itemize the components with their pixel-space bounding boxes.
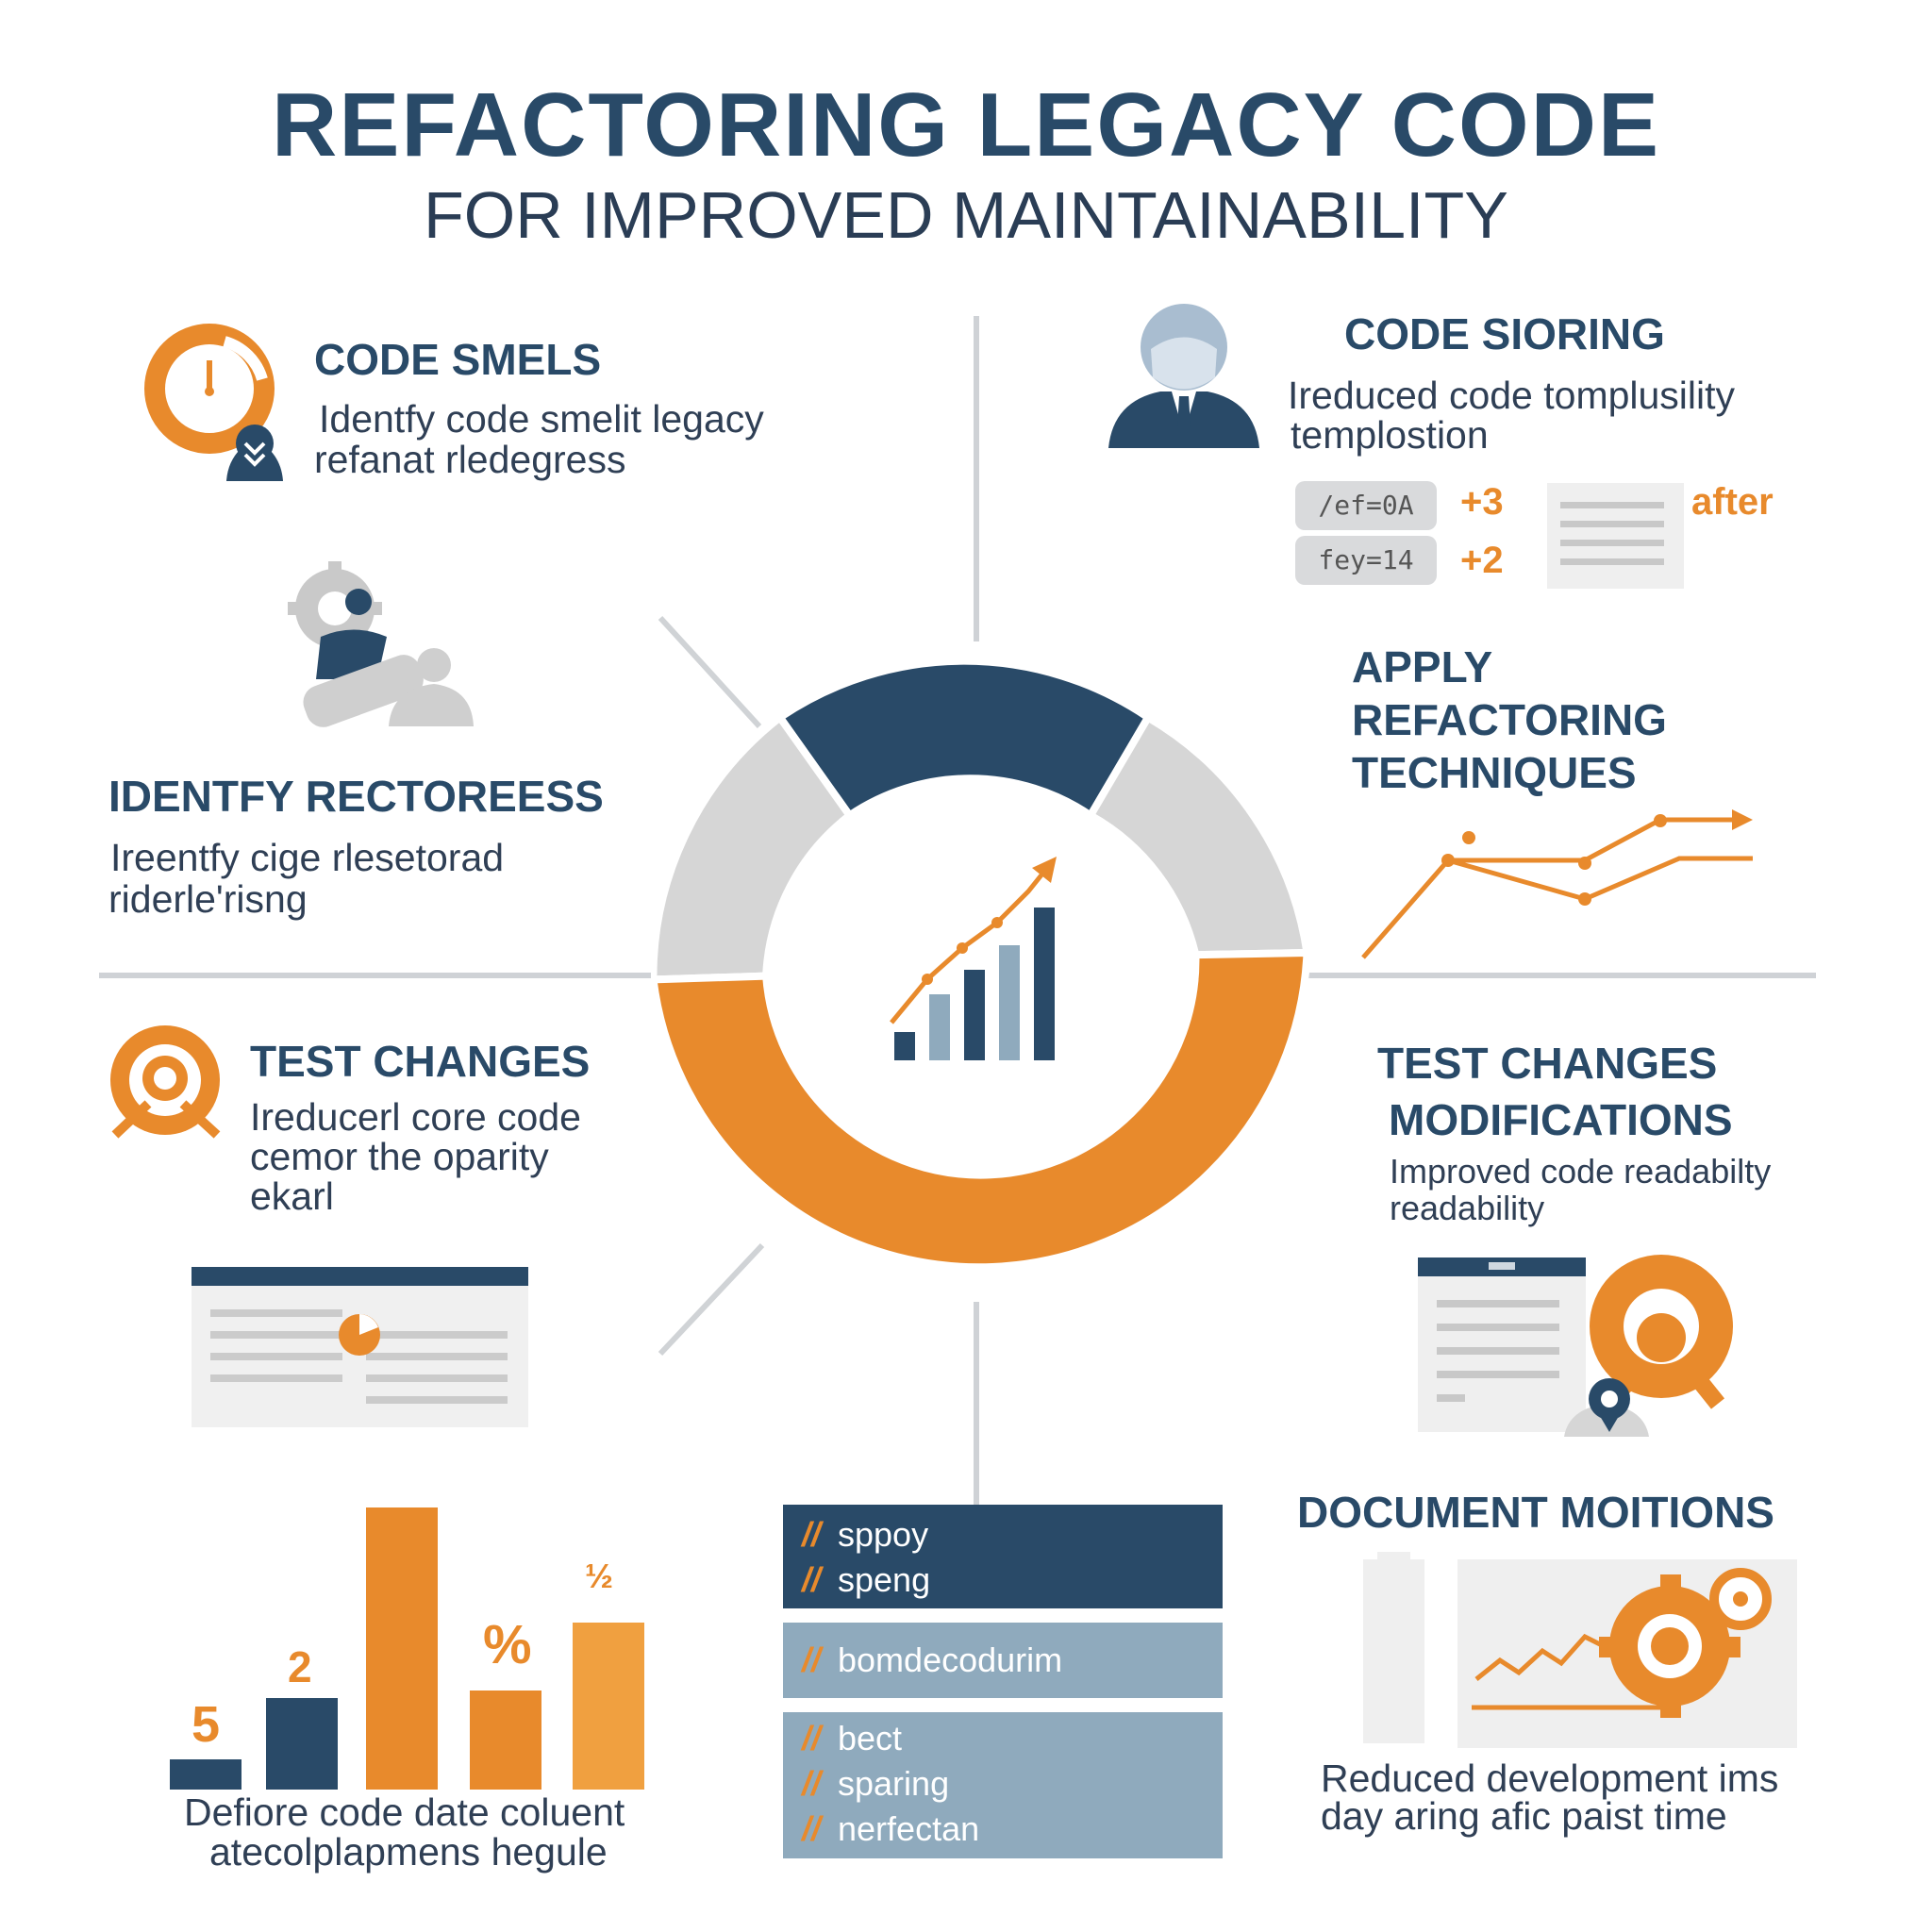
bar-1	[170, 1759, 242, 1790]
divider-vertical-top	[974, 316, 979, 641]
code-chip-1: /ef=0A	[1295, 481, 1437, 530]
bar-label-2: 2	[288, 1642, 312, 1691]
divider-vertical-bottom	[974, 1302, 979, 1505]
code-line: //nerfectan	[802, 1809, 980, 1848]
donut-segment-orange	[651, 948, 1311, 1272]
bar-3	[366, 1507, 438, 1790]
page-subtitle: FOR IMPROVED MAINTAINABILITY	[424, 178, 1508, 252]
code-scoring-text-1: Ireduced code tomplusility	[1288, 374, 1736, 417]
bar-2	[266, 1698, 338, 1790]
gears-people-icon	[288, 561, 474, 727]
central-donut-chart	[651, 657, 1311, 1272]
trend-lines-icon	[1361, 809, 1753, 959]
growth-chart-icon	[890, 857, 1057, 1060]
code-block-group-2: //bomdecodurim	[783, 1623, 1223, 1698]
stopwatch-icon	[144, 324, 283, 481]
test-changes-heading: TEST CHANGES	[250, 1037, 591, 1086]
target-search-icon	[110, 1025, 221, 1139]
comment-marker: //	[802, 1809, 822, 1848]
bar-caption-2: atecolplapmens hegule	[209, 1830, 608, 1874]
apply-heading-line3: TECHNIQUES	[1352, 748, 1637, 797]
document-lines-icon	[1547, 483, 1684, 589]
bar-4	[470, 1690, 541, 1790]
code-smells-heading: CODE SMELS	[314, 335, 602, 384]
document-text-1: Reduced development ims	[1321, 1757, 1779, 1800]
code-smells-text-1: Identfy code smelit legacy	[319, 397, 764, 441]
apply-heading-line2: REFACTORING	[1352, 695, 1667, 744]
code-chip-2: fey=14	[1295, 536, 1437, 585]
test-changes-text-1: Ireducerl core code	[250, 1095, 581, 1139]
after-label: after	[1691, 481, 1774, 523]
donut-segment-navy	[774, 657, 1154, 822]
businessman-icon	[1108, 304, 1259, 448]
comment-marker: //	[802, 1515, 822, 1554]
code-line: //sparing	[802, 1764, 950, 1803]
test-changes-text-2: cemor the oparity	[250, 1135, 549, 1178]
test-mods-heading-line1: TEST CHANGES	[1377, 1039, 1718, 1088]
bar-label-5: 5	[192, 1696, 221, 1753]
code-line: //sppoy	[802, 1515, 929, 1554]
test-mods-text-1: Improved code readabilty	[1390, 1152, 1772, 1191]
code-scoring-text-2: templostion	[1291, 413, 1489, 457]
test-changes-text-3: ekarl	[250, 1174, 334, 1218]
page-title: REFACTORING LEGACY CODE	[272, 75, 1660, 175]
comment-marker: //	[802, 1641, 822, 1679]
document-magnifier-icon	[1418, 1255, 1733, 1437]
code-block-group-1: //sppoy //speng	[783, 1505, 1223, 1608]
document-text-2: day aring afic paist time	[1321, 1794, 1727, 1838]
code-line: //bomdecodurim	[802, 1641, 1063, 1679]
apply-heading-line1: APPLY	[1352, 642, 1493, 691]
code-smells-text-2: refanat rledegress	[314, 438, 626, 481]
identify-text-2: riderle'risng	[108, 877, 308, 921]
gear-chart-illustration	[1363, 1552, 1797, 1748]
donut-segment-left-gray	[651, 711, 856, 984]
divider-horizontal-left	[99, 973, 665, 978]
test-mods-text-2: readability	[1390, 1189, 1545, 1227]
identify-heading: IDENTFY RECTOREESS	[108, 772, 604, 821]
donut-segment-right-gray	[1085, 712, 1311, 959]
delta-value-2: +2	[1460, 540, 1504, 581]
divider-horizontal-right	[1302, 973, 1816, 978]
bar-label-percent: %	[483, 1614, 532, 1675]
code-line: //bect	[802, 1719, 903, 1757]
code-line: //speng	[802, 1560, 931, 1599]
delta-value-1: +3	[1460, 481, 1504, 523]
bar-label-fraction: ½	[585, 1557, 614, 1595]
test-mods-heading-line2: MODIFICATIONS	[1389, 1095, 1733, 1144]
document-heading: DOCUMENT MOITIONS	[1297, 1488, 1774, 1537]
code-block-group-3: //bect //sparing //nerfectan	[783, 1712, 1223, 1858]
comment-marker: //	[802, 1764, 822, 1803]
bottom-bar-chart	[170, 1507, 644, 1790]
bar-5	[573, 1623, 644, 1790]
identify-text-1: Ireentfy cige rlesetorad	[110, 836, 505, 879]
bar-caption-1: Defiore code date coluent	[184, 1790, 625, 1834]
code-scoring-heading: CODE SIORING	[1344, 309, 1665, 358]
comment-marker: //	[802, 1560, 822, 1599]
report-document-icon	[192, 1267, 528, 1427]
comment-marker: //	[802, 1719, 822, 1757]
